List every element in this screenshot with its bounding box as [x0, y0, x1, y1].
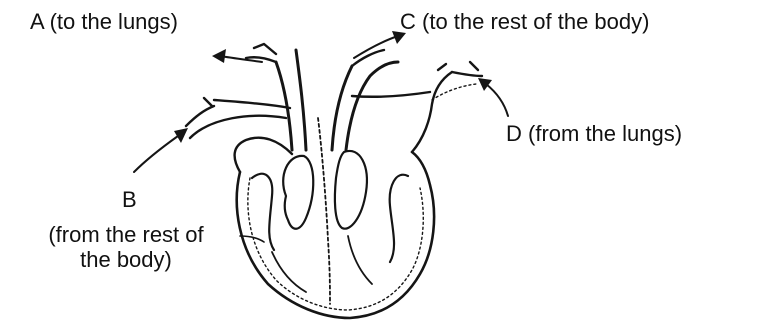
aorta — [332, 62, 398, 150]
label-c: C (to the rest of the body) — [400, 10, 649, 34]
label-b-line2: the body) — [6, 247, 246, 272]
right-atrium — [190, 116, 292, 172]
arrow-c-shaft — [354, 36, 398, 58]
chordae-right — [272, 252, 306, 292]
mitral-valve — [335, 151, 367, 229]
label-a: A (to the lungs) — [30, 10, 178, 34]
left-ventricle-wall — [390, 175, 408, 262]
label-b-line1: (from the rest of — [6, 222, 246, 247]
pulmonary-artery-branch — [246, 44, 276, 62]
arrow-b-head — [174, 128, 188, 143]
arrow-d-head — [478, 78, 492, 91]
tricuspid-valve — [283, 156, 313, 229]
arrow-a-head — [212, 49, 226, 63]
label-b-description: (from the rest of the body) — [6, 222, 246, 272]
septum — [318, 118, 330, 304]
left-atrium — [352, 72, 452, 152]
chordae-left — [348, 236, 372, 284]
arrow-b-shaft — [134, 136, 178, 172]
pulmonary-veins — [438, 62, 482, 76]
aorta-branch — [352, 50, 384, 66]
pulmonary-artery — [276, 50, 306, 150]
label-d: D (from the lungs) — [506, 122, 682, 146]
vena-cava — [186, 98, 290, 126]
arrow-d-shaft — [486, 84, 508, 116]
label-b-letter: B — [122, 188, 137, 212]
